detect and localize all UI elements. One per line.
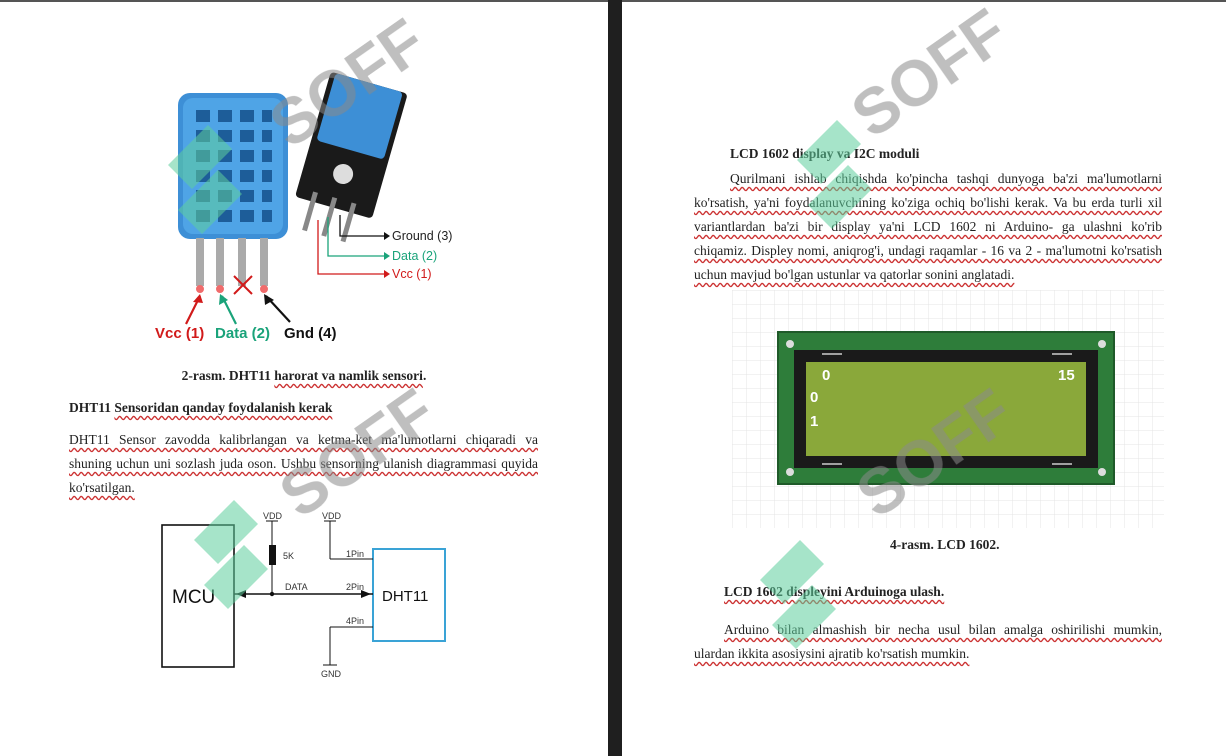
- paragraph-line: chiqamiz. Displey nomi, aniqrog'i, undag…: [694, 243, 1162, 258]
- vdd1-label: VDD: [263, 511, 283, 521]
- pin1-label: 1Pin: [346, 549, 364, 559]
- pin-label-vcc: Vcc (1): [392, 267, 432, 281]
- lcd-row-1: 1: [810, 413, 818, 430]
- page-divider: [608, 0, 622, 756]
- lcd-caption: 4-rasm. LCD 1602.: [890, 537, 1000, 552]
- bottom-label-data: Data (2): [215, 325, 270, 342]
- paragraph-line: variantlardan ba'zi bir display ya'ni LC…: [694, 219, 1162, 234]
- lcd-col-15: 15: [1058, 367, 1075, 384]
- pin2-label: 2Pin: [346, 582, 364, 592]
- section-heading: LCD 1602 displeyini Arduinoga ulash.: [724, 584, 945, 599]
- figure-caption: 2-rasm. DHT11 harorat va namlik sensori.: [0, 364, 608, 388]
- caption-prefix: 2-rasm. DHT11: [181, 368, 275, 383]
- caption-underlined: harorat va namlik sensori: [274, 368, 423, 383]
- paragraph-line: Qurilmani ishlab chiqishda ko'pincha tas…: [730, 171, 1162, 186]
- left-page: Ground (3) Data (2) Vcc (1) Vcc (1) Data…: [0, 0, 608, 756]
- paragraph-line: ulardan ikkita asosiysini ajratib ko'rsa…: [694, 646, 970, 661]
- heading-prefix: DHT11: [69, 400, 115, 415]
- bottom-label-gnd: Gnd (4): [284, 325, 337, 342]
- pin-label-ground: Ground (3): [392, 229, 452, 243]
- section-heading: DHT11 Sensoridan qanday foydalanish kera…: [69, 396, 332, 420]
- right-page: LCD 1602 display va I2C moduli Qurilmani…: [622, 0, 1226, 756]
- pin4-label: 4Pin: [346, 616, 364, 626]
- gnd-label: GND: [321, 669, 342, 679]
- dht11-sensor-figure: Ground (3) Data (2) Vcc (1) Vcc (1) Data…: [155, 72, 452, 342]
- paragraph-line: DHT11 Sensor zavodda kalibrlangan va ket…: [69, 432, 538, 447]
- bottom-label-vcc: Vcc (1): [155, 325, 204, 342]
- paragraph-line: uchun mavjud bo'lgan ustunlar va qatorla…: [694, 267, 1015, 282]
- page-top-border: [0, 0, 608, 2]
- lcd-row-0: 0: [810, 389, 818, 406]
- paragraph-line: ko'rsatilgan.: [69, 480, 135, 495]
- heading-underlined: Sensoridan qanday foydalanish kerak: [114, 400, 333, 415]
- paragraph-line: shuning uchun uni sozlash juda oson. Ush…: [69, 456, 538, 471]
- vdd2-label: VDD: [322, 511, 342, 521]
- paragraph-line: ko'rsatish, ya'ni foydalanuvchining ko'z…: [694, 195, 1162, 210]
- lcd1602-figure: 0 15 0 1: [732, 290, 1164, 528]
- resistor-label: 5K: [283, 551, 294, 561]
- lcd-title: LCD 1602 display va I2C moduli: [730, 146, 920, 161]
- watermark-text-top: SOFF: [839, 0, 1020, 151]
- page-top-border: [622, 0, 1226, 2]
- lcd-col-0: 0: [822, 367, 830, 384]
- circuit-diagram: MCU DHT11 VDD 5K VDD 1Pin DATA 2Pin 4Pin…: [161, 511, 446, 679]
- mcu-label: MCU: [172, 587, 215, 608]
- pin-label-data: Data (2): [392, 249, 437, 263]
- data-line-label: DATA: [285, 582, 308, 592]
- dht11-board-image: [295, 72, 407, 243]
- dht11-module-image: [178, 93, 288, 295]
- paragraph-line: Arduino bilan almashish bir necha usul b…: [724, 622, 1162, 637]
- caption-suffix: .: [422, 368, 427, 383]
- dht11-label: DHT11: [382, 588, 428, 605]
